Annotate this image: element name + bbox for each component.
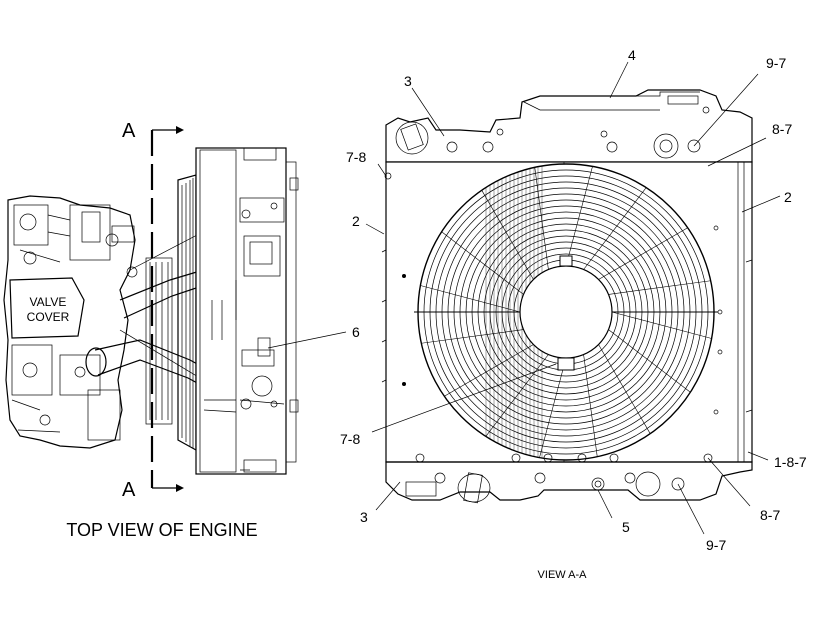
section-marker-top: A [122,120,136,142]
callout-5: 5 [622,519,630,535]
callout-3-bottom: 3 [360,509,368,525]
drain-plug [591,477,605,491]
section-marker-bottom: A [122,479,136,501]
callout-1-8-7: 1-8-7 [774,454,807,470]
callout-7-8-mid: 7-8 [340,431,360,447]
callout-4: 4 [628,47,636,63]
callout-9-7-bottom: 9-7 [706,537,726,553]
callout-6-label: 6 [352,324,360,340]
valve-cover-label-2: COVER [27,310,70,324]
valve-cover-outline [9,277,85,339]
valve-cover-label-1: VALVE [30,295,67,309]
part-6-element [257,337,271,357]
radiator-side-view [195,147,299,475]
fan-guard [414,163,718,461]
callout-8-7-top: 8-7 [772,121,792,137]
callout-7-8-top: 7-8 [346,149,366,165]
callout-9-7-top: 9-7 [766,55,786,71]
callout-3-top: 3 [404,73,412,89]
caption-view-a-a: VIEW A-A [538,569,588,581]
callout-2-right: 2 [784,189,792,205]
caption-top-view: TOP VIEW OF ENGINE [66,520,257,540]
callout-6: 6 [267,324,360,349]
callout-8-7-bottom: 8-7 [760,507,780,523]
fan-side-view [145,174,197,452]
section-line-a-a: A A [122,120,184,501]
callout-2-left: 2 [352,213,360,229]
radiator-bottom-tank [385,453,753,504]
callouts-view-a-a: 4 3 9-7 8-7 7-8 2 2 7-8 1-8-7 3 5 8-7 9-… [340,47,807,553]
